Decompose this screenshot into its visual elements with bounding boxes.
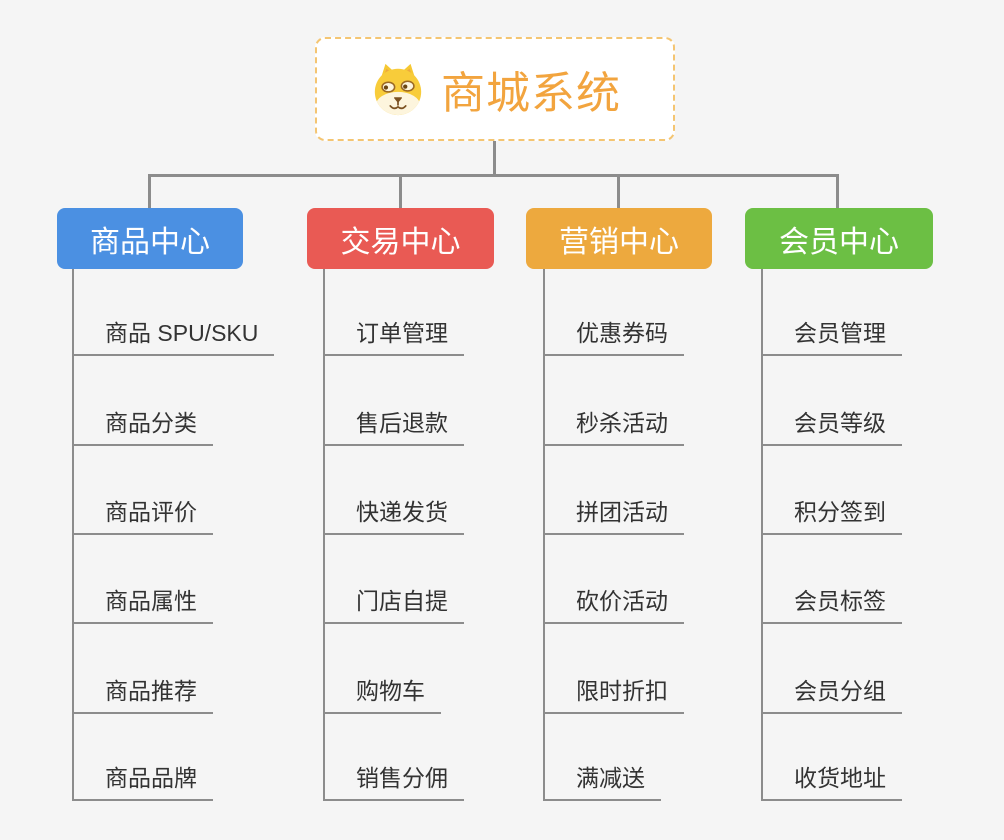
branch-label: 营销中心	[559, 225, 679, 259]
leaf-topic[interactable]: 会员管理	[761, 320, 902, 356]
leaf-topic[interactable]: 商品推荐	[72, 678, 213, 714]
dog-face-icon	[374, 63, 422, 116]
leaf-topic[interactable]: 商品 SPU/SKU	[72, 320, 275, 356]
leaf-topic[interactable]: 门店自提	[323, 588, 464, 624]
leaf-topic[interactable]: 商品评价	[72, 499, 213, 535]
leaf-topic[interactable]: 拼团活动	[543, 499, 684, 535]
leaf-topic[interactable]: 购物车	[323, 678, 441, 714]
leaf-topic[interactable]: 销售分佣	[323, 765, 464, 801]
branch-box-marketing-center[interactable]: 营销中心	[526, 208, 712, 269]
root-node[interactable]: 商城系统	[315, 37, 675, 141]
leaf-topic[interactable]: 满减送	[543, 765, 661, 801]
connector-drop	[148, 176, 151, 208]
leaf-topic[interactable]: 会员标签	[761, 588, 902, 624]
connector-root-drop	[493, 141, 496, 176]
connector-rail	[148, 174, 839, 177]
leaf-topic[interactable]: 秒杀活动	[543, 410, 684, 446]
leaf-topic[interactable]: 售后退款	[323, 410, 464, 446]
leaf-topic[interactable]: 商品属性	[72, 588, 213, 624]
branch-label: 商品中心	[90, 225, 210, 259]
leaf-topic[interactable]: 快递发货	[323, 499, 464, 535]
leaf-topic[interactable]: 限时折扣	[543, 678, 684, 714]
leaf-topic[interactable]: 会员分组	[761, 678, 902, 714]
leaf-topic[interactable]: 砍价活动	[543, 588, 684, 624]
leaf-topic[interactable]: 商品分类	[72, 410, 213, 446]
branch-label: 交易中心	[340, 225, 461, 259]
leaf-topic[interactable]: 商品品牌	[72, 765, 213, 801]
branch-label: 会员中心	[779, 225, 899, 259]
connector-drop	[399, 176, 402, 208]
branch-box-member-center[interactable]: 会员中心	[745, 208, 933, 269]
leaf-topic[interactable]: 收货地址	[761, 765, 902, 801]
leaf-topic[interactable]: 积分签到	[761, 499, 902, 535]
branch-box-product-center[interactable]: 商品中心	[57, 208, 243, 269]
leaf-topic[interactable]: 订单管理	[323, 320, 464, 356]
connector-drop	[836, 176, 839, 208]
branch-box-trade-center[interactable]: 交易中心	[307, 208, 494, 269]
leaf-topic[interactable]: 会员等级	[761, 410, 902, 446]
connector-drop	[617, 176, 620, 208]
leaf-topic[interactable]: 优惠券码	[543, 320, 684, 356]
root-title: 商城系统	[441, 69, 621, 118]
